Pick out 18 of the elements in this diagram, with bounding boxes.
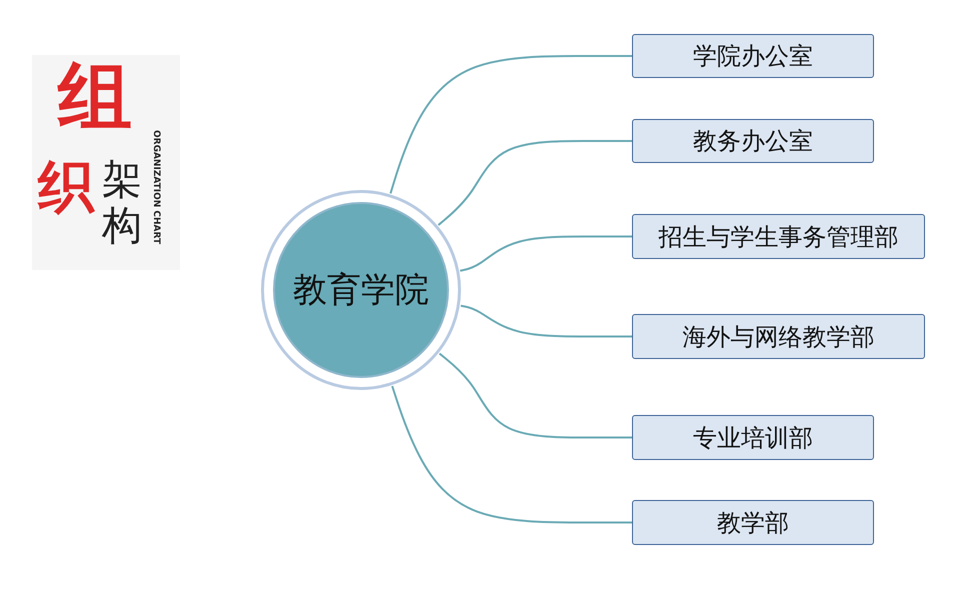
title-character: 组 xyxy=(58,60,132,134)
connector-line xyxy=(438,140,632,226)
center-label: 教育学院 xyxy=(293,269,429,312)
department-box: 海外与网络教学部 xyxy=(632,314,925,359)
connector-line xyxy=(460,304,632,338)
department-box: 招生与学生事务管理部 xyxy=(632,214,925,259)
connector-line xyxy=(391,386,632,524)
connector-line xyxy=(390,55,632,194)
connector-line xyxy=(438,352,632,438)
department-box: 专业培训部 xyxy=(632,415,874,460)
title-character: 织 xyxy=(38,160,94,216)
department-box: 教务办公室 xyxy=(632,119,874,163)
connector-line xyxy=(460,236,632,272)
title-character: 构 xyxy=(102,206,142,246)
department-box: 学院办公室 xyxy=(632,34,874,78)
title-character: 架 xyxy=(102,160,142,200)
title-subtitle: ORGANIZATION CHART xyxy=(151,130,160,244)
department-box: 教学部 xyxy=(632,500,874,545)
